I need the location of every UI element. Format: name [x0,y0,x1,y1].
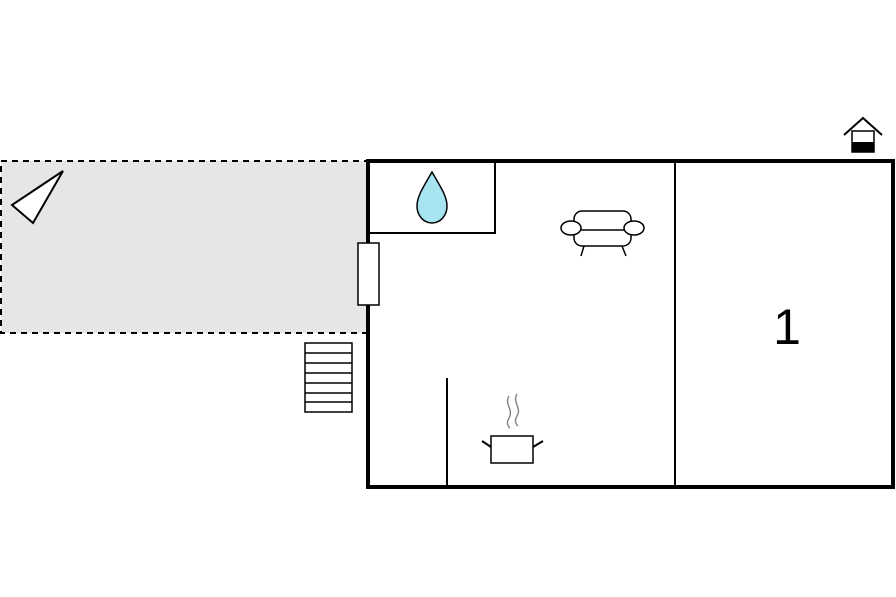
stairs-icon [304,342,353,413]
water-drop-icon [416,170,448,224]
room-label-1: 1 [773,299,801,355]
compass-triangle-icon [10,170,64,225]
entrance-door [357,242,380,306]
house-floor-level-icon [843,116,883,153]
sofa-icon [560,210,645,257]
cooking-pot-icon [481,393,544,464]
terrace-area [0,160,369,334]
bathroom [367,160,496,234]
